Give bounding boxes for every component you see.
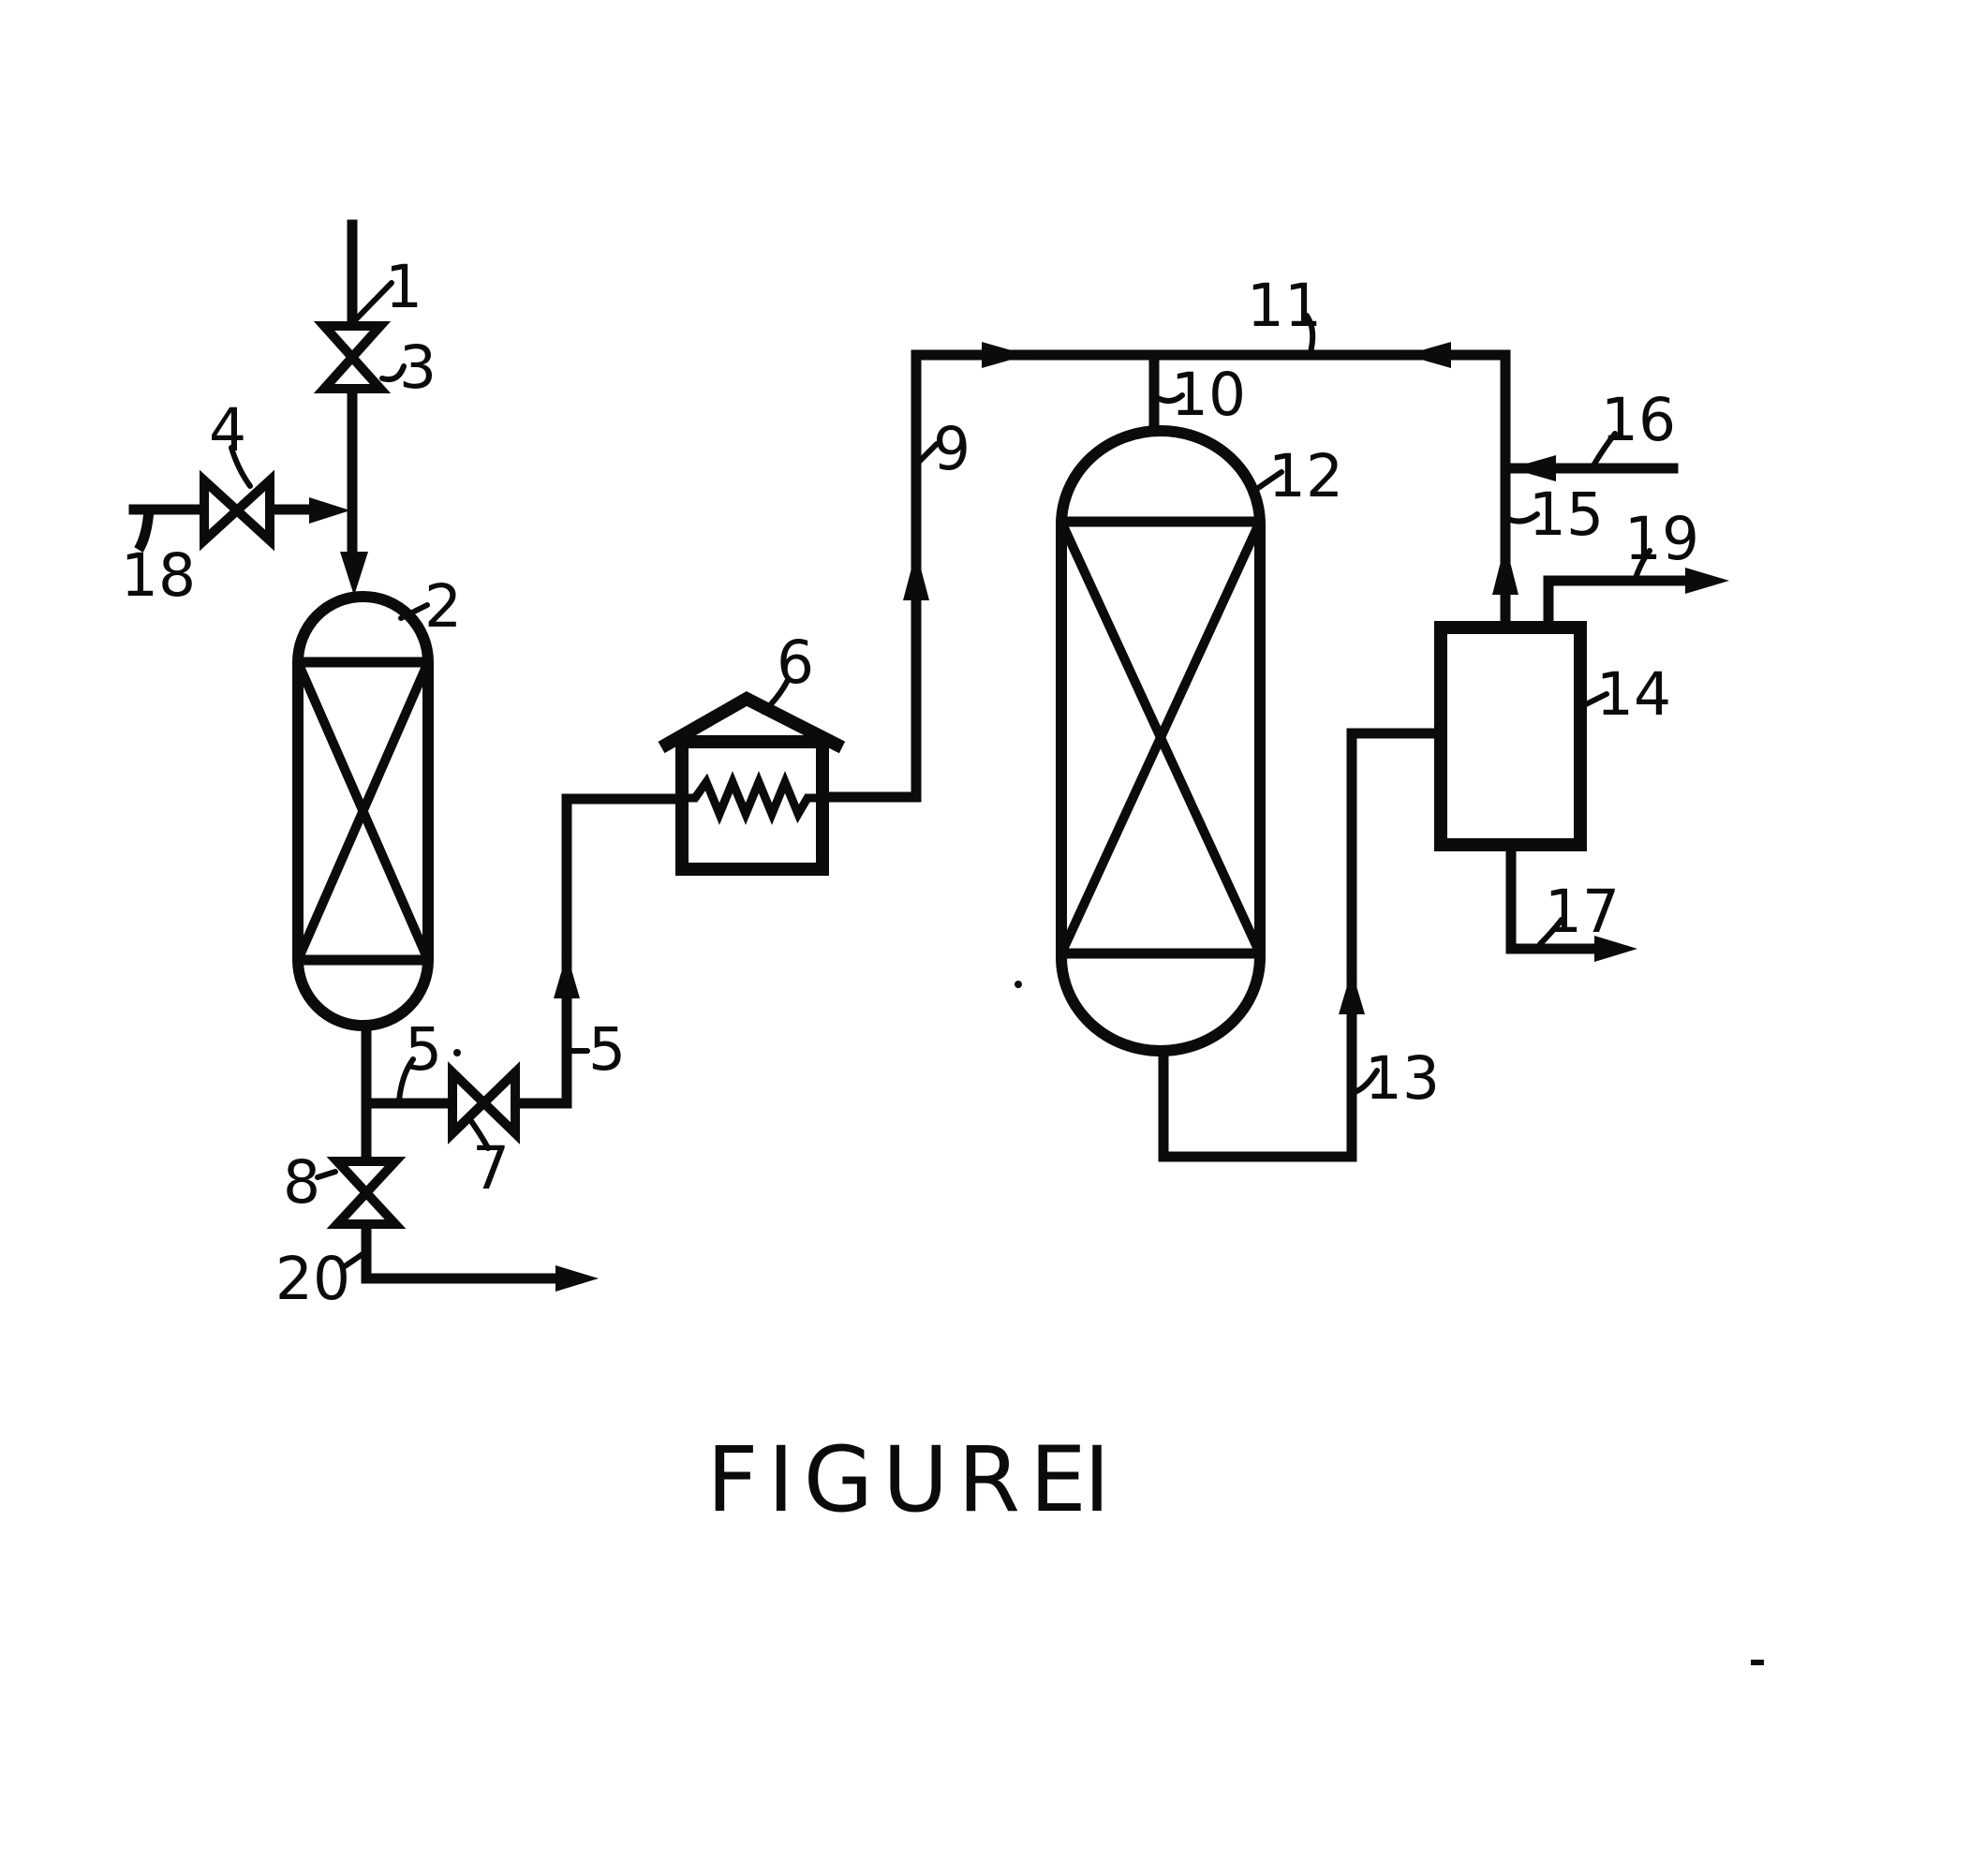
leader-5 xyxy=(396,1056,416,1103)
valve-4-icon xyxy=(200,469,274,552)
ref-label-9: 9 xyxy=(933,415,970,483)
arrow-left-line16-icon xyxy=(1510,455,1556,481)
leader-1 xyxy=(350,280,394,325)
heater-6-roof xyxy=(658,691,846,754)
leader-15 xyxy=(1505,511,1540,524)
ref-label-6: 6 xyxy=(777,628,814,697)
ref-label-3: 3 xyxy=(399,333,437,402)
leader-4 xyxy=(229,445,253,489)
ref-label-12: 12 xyxy=(1268,442,1343,510)
ref-label-5b: 5 xyxy=(588,1015,626,1084)
ref-label-19: 19 xyxy=(1624,505,1699,573)
leader-lines xyxy=(229,280,1652,1269)
leader-9 xyxy=(913,441,940,467)
leader-10 xyxy=(1153,392,1185,404)
valve-8-icon xyxy=(326,1157,407,1229)
leader-17 xyxy=(1537,917,1564,947)
arrow-right-line11-icon xyxy=(982,342,1028,368)
leader-6 xyxy=(761,677,791,715)
leader-19 xyxy=(1633,548,1652,581)
figure-caption: FIGURE I xyxy=(706,1427,1119,1532)
ref-label-15: 15 xyxy=(1529,480,1604,549)
heater-6-coil xyxy=(682,771,822,825)
valve-7-icon xyxy=(448,1061,520,1145)
ref-label-8: 8 xyxy=(283,1148,320,1217)
flow-arrows xyxy=(309,342,1729,1292)
leader-2 xyxy=(398,602,430,621)
ref-label-4: 4 xyxy=(209,396,246,465)
vessel-12 xyxy=(1056,425,1266,1056)
speckle-dash xyxy=(1751,1660,1764,1665)
ref-label-1: 1 xyxy=(385,253,422,321)
arrow-into-junction-icon xyxy=(309,497,350,524)
ref-label-18: 18 xyxy=(121,541,196,610)
leader-11 xyxy=(1304,313,1316,355)
arrow-into-vessel2-icon xyxy=(340,552,368,596)
pipe-line-18-tick xyxy=(134,509,155,553)
ref-label-5: 5 xyxy=(405,1015,442,1084)
arrow-left-line11-icon xyxy=(1405,342,1451,368)
arrow-up-line5-icon xyxy=(554,953,580,998)
scan-speckles xyxy=(453,981,1764,1665)
vessel-2-packing-x xyxy=(293,659,433,963)
arrow-right-line17-icon xyxy=(1594,936,1637,962)
ref-label-7: 7 xyxy=(472,1134,510,1203)
leader-12 xyxy=(1249,469,1284,495)
pipe-line-19 xyxy=(1543,575,1690,633)
pipe-line-20 xyxy=(361,1219,560,1284)
vessel-2 xyxy=(292,591,434,1031)
pipe-line5-riser xyxy=(510,793,688,1109)
figure-caption-numeral: I xyxy=(1084,1427,1119,1532)
arrow-right-line20-icon xyxy=(555,1265,599,1292)
ref-label-16: 16 xyxy=(1601,386,1676,454)
leader-16 xyxy=(1591,431,1618,468)
pipe-line-13 xyxy=(1158,728,1446,1162)
ref-label-14: 14 xyxy=(1596,660,1671,729)
pipe-line-17 xyxy=(1505,839,1598,954)
arrow-up-line13-icon xyxy=(1339,970,1365,1014)
reference-numerals: 1 2 3 4 5 5 6 7 8 9 10 11 12 13 14 15 16… xyxy=(121,253,1699,1313)
leader-8 xyxy=(315,1169,338,1180)
leader-7 xyxy=(468,1118,491,1151)
leader-14 xyxy=(1581,691,1609,708)
figure-caption-word: FIGURE xyxy=(706,1427,1096,1532)
ref-label-10: 10 xyxy=(1171,361,1246,429)
speckle-dot xyxy=(1015,981,1022,988)
ref-label-17: 17 xyxy=(1545,878,1620,946)
arrow-up-line15-icon xyxy=(1492,543,1518,595)
leader-20 xyxy=(342,1249,368,1269)
separator-14-body xyxy=(1434,621,1587,851)
valve-3-icon xyxy=(313,321,392,393)
ref-label-2: 2 xyxy=(424,572,462,641)
ref-label-11: 11 xyxy=(1247,272,1322,340)
vessel-12-packing-x xyxy=(1057,519,1265,956)
leader-13 xyxy=(1352,1068,1380,1095)
valves xyxy=(200,321,520,1229)
arrow-right-line19-icon xyxy=(1685,568,1729,594)
speckle-dot xyxy=(453,1049,461,1056)
leader-3 xyxy=(379,363,407,383)
arrow-up-line9-icon xyxy=(903,551,929,600)
heater-6 xyxy=(658,691,846,876)
ref-label-13: 13 xyxy=(1365,1044,1440,1113)
ref-label-20: 20 xyxy=(275,1245,350,1313)
